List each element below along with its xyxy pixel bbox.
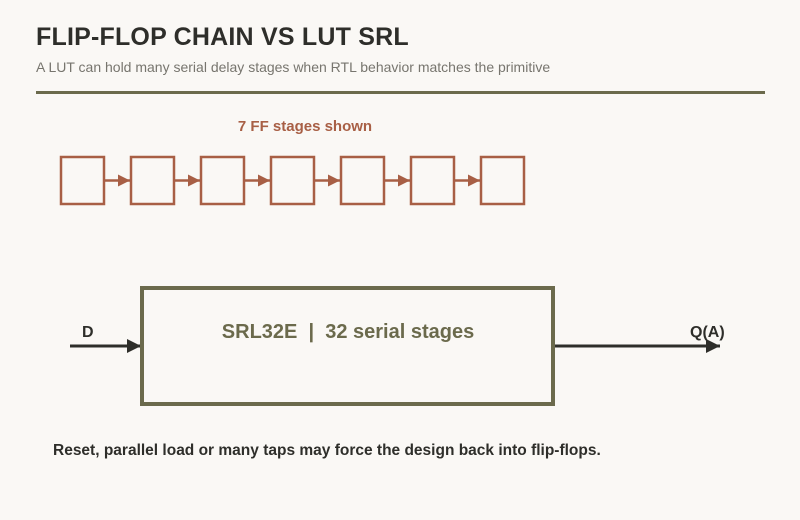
ff-stage [199,155,246,206]
srl32e-block [140,286,555,406]
ff-stage [409,155,456,206]
title-divider [36,91,765,94]
q-output-label: Q(A) [690,324,725,341]
ff-stage [339,155,386,206]
footnote: Reset, parallel load or many taps may fo… [53,442,601,459]
ff-stage [269,155,316,206]
ff-stage [59,155,106,206]
page-title: FLIP-FLOP CHAIN VS LUT SRL [36,23,409,51]
d-input-label: D [82,324,94,341]
srl32e-label: SRL32E | 32 serial stages [222,321,474,343]
ff-chain [59,155,526,206]
ff-stage [479,155,526,206]
ff-chain-label: 7 FF stages shown [238,118,372,135]
ff-stage [129,155,176,206]
page-subtitle: A LUT can hold many serial delay stages … [36,59,551,75]
